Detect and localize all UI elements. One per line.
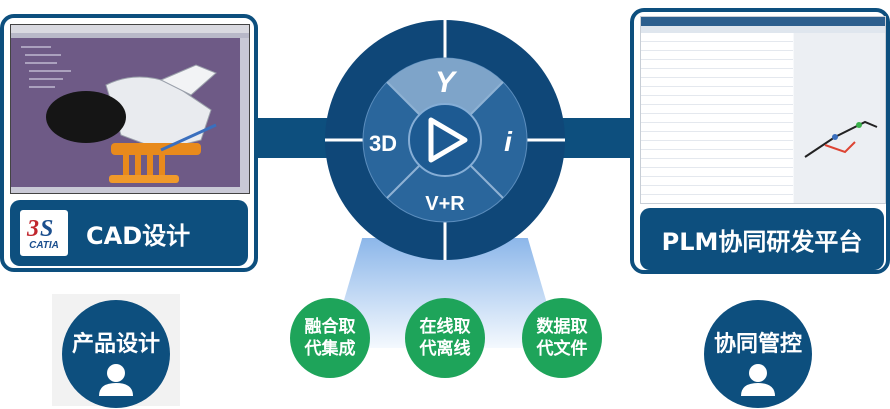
role-title: 协同管控 [713, 332, 802, 357]
cad-label: CAD设计 [86, 221, 191, 250]
hub: Y 3D i V+R [325, 20, 565, 260]
hub-label-right: i [504, 126, 512, 157]
catia-screenshot[interactable] [10, 24, 250, 194]
plm-3d-preview [804, 120, 878, 158]
plm-screenshot[interactable] [640, 16, 886, 204]
hub-graphic [325, 20, 565, 260]
role-product-design: 产品设计 [62, 300, 170, 408]
cad-label-bar: 3 S CATIA CAD设计 [10, 200, 248, 266]
user-icon [741, 364, 775, 396]
feature-data: 数据取代文件 [522, 298, 602, 378]
feature-online: 在线取代离线 [405, 298, 485, 378]
user-icon [99, 364, 133, 396]
role-title: 产品设计 [71, 332, 160, 357]
plm-label-bar: PLM协同研发平台 [640, 208, 884, 270]
svg-text:S: S [40, 216, 53, 242]
hub-label-left: 3D [368, 131, 398, 156]
cad-panel: 3 S CATIA CAD设计 [0, 14, 258, 272]
catia-ds-icon: 3 S [26, 216, 53, 242]
feature-integration: 融合取代集成 [290, 298, 370, 378]
catia-logo-text: CATIA [29, 240, 59, 251]
hub-label-top: Y [434, 66, 455, 99]
plm-panel: PLM协同研发平台 [630, 8, 890, 274]
catia-logo: 3 S CATIA [20, 210, 68, 256]
svg-text:3: 3 [26, 216, 39, 242]
cad-model-image [21, 46, 217, 183]
plm-label: PLM协同研发平台 [661, 227, 863, 256]
hub-label-bottom: V+R [425, 193, 465, 215]
role-collab-control: 协同管控 [704, 300, 812, 408]
